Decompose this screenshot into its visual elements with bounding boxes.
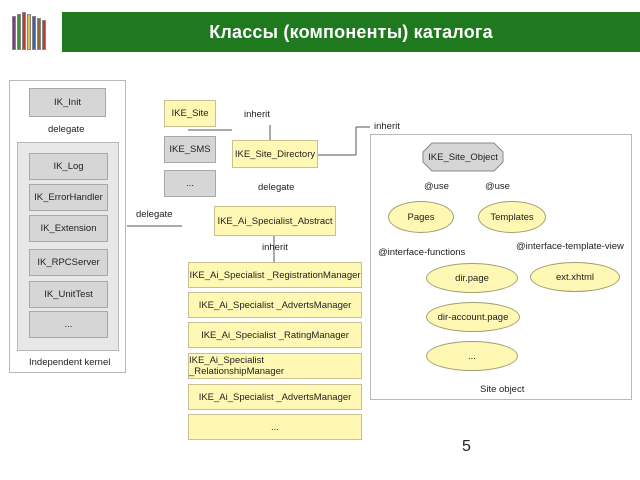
ike-sms-box: IKE_SMS [164,136,216,163]
title-band: Классы (компоненты) каталога [62,12,640,52]
ik-init-box: IK_Init [29,88,106,117]
kernel-item: IK_UnitTest [29,281,108,308]
interface-functions-label: @interface-functions [378,247,466,258]
page-number: 5 [462,438,471,455]
kernel-item: IK_Log [29,153,108,180]
ike-site-directory-box: IKE_Site_Directory [232,140,318,168]
templates-node: Templates [478,201,546,233]
kernel-caption: Independent kernel [29,357,111,368]
delegate-label: delegate [258,182,295,193]
use-label: @use [424,181,449,192]
use-label: @use [485,181,510,192]
site-ellipsis-box: ... [164,170,216,197]
kernel-item: IK_ErrorHandler [29,184,108,211]
ike-site-object-label-wrap: IKE_Site_Object [422,142,504,172]
site-object-ellipsis-node: ... [426,341,518,371]
kernel-item: ... [29,311,108,338]
manager-box: IKE_Ai_Specialist _RatingManager [188,322,362,348]
specialist-abstract-box: IKE_Ai_Specialist_Abstract [214,206,336,236]
specialist-inherit-label: inherit [262,242,288,253]
inherit-label: inherit [244,109,270,120]
ike-site-object-octagon [422,142,504,172]
inherit-right-label: inherit [374,121,400,132]
manager-box: IKE_Ai_Specialist _RelationshipManager [188,353,362,379]
delegate-label: delegate [136,209,173,220]
interface-template-view-label: @interface-template-view [516,241,624,252]
manager-box: IKE_Ai_Specialist _AdvertsManager [188,292,362,318]
ike-site-box: IKE_Site [164,100,216,127]
ik-init-label: IK_Init [54,97,81,108]
ext-xhtml-node: ext.xhtml [530,262,620,292]
ike-site-object-label: IKE_Site_Object [428,151,498,163]
pages-node: Pages [388,201,454,233]
dir-page-node: dir.page [426,263,518,293]
manager-box: IKE_Ai_Specialist _RegistrationManager [188,262,362,288]
manager-box: ... [188,414,362,440]
kernel-item: IK_RPCServer [29,249,108,276]
kernel-item: IK_Extension [29,215,108,242]
kernel-delegate-label: delegate [48,124,85,135]
site-object-caption: Site object [480,384,525,395]
dir-account-page-node: dir-account.page [426,302,520,332]
manager-box: IKE_Ai_Specialist _AdvertsManager [188,384,362,410]
page-title: Классы (компоненты) каталога [209,21,493,42]
